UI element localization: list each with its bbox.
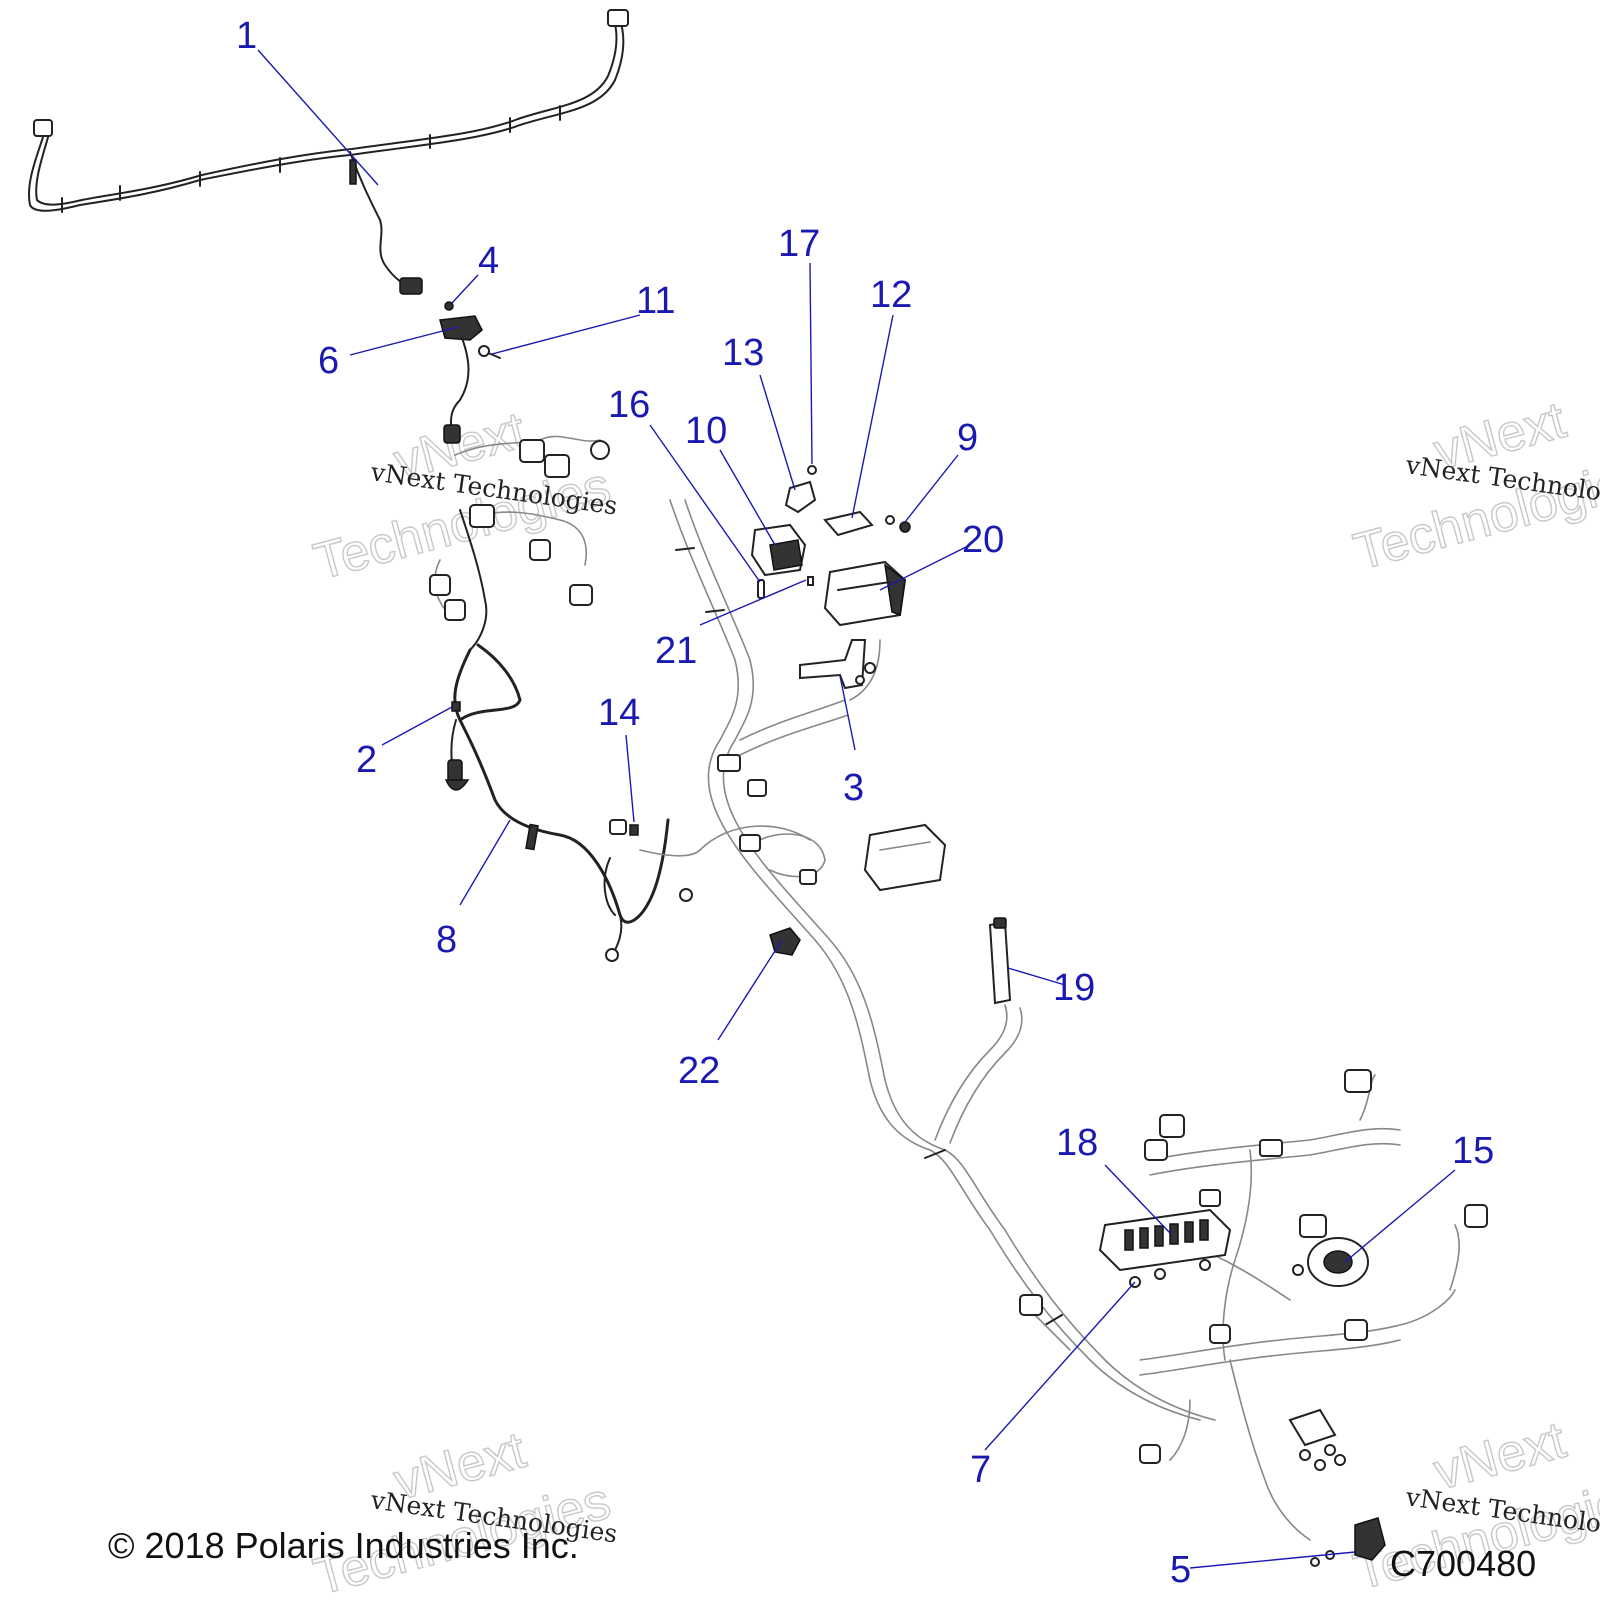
callout-18: 18: [1056, 1122, 1098, 1164]
leader-7: [984, 1281, 1136, 1451]
callout-5: 5: [1170, 1549, 1191, 1591]
callout-8: 8: [436, 919, 457, 961]
part-2-clip: [451, 701, 461, 712]
leader-19: [1007, 967, 1066, 986]
callout-16: 16: [608, 384, 650, 426]
leader-20: [879, 544, 971, 591]
part-14-fastener: [609, 819, 639, 836]
leader-17: [809, 262, 813, 465]
diagram-code: C700480: [1390, 1543, 1536, 1584]
spare-module: [863, 823, 947, 892]
callout-12: 12: [870, 274, 912, 316]
callout-numbers: 1 4 11 6 16 10 13 17 12 9 20 21 2 14 3 8…: [236, 15, 1494, 1591]
leader-8: [459, 819, 511, 906]
watermark-group-bottom-left: vNext Technologies vNext Technologies: [307, 1420, 619, 1600]
callout-7: 7: [970, 1449, 991, 1491]
callout-9: 9: [957, 417, 978, 459]
callout-15: 15: [1452, 1130, 1494, 1172]
callout-10: 10: [685, 410, 727, 452]
left-connector-cluster: [429, 435, 610, 651]
part-11-bolt: [478, 345, 501, 359]
part-19-strap: [988, 917, 1012, 1005]
leader-21: [699, 579, 807, 626]
main-harness-trunk: [639, 499, 1216, 1421]
callout-19: 19: [1053, 967, 1095, 1009]
callout-1: 1: [236, 15, 257, 57]
callout-22: 22: [678, 1050, 720, 1092]
lower-right-harness: [1019, 1069, 1488, 1541]
leader-15: [1344, 1169, 1456, 1263]
part-18-fuse-box: [1098, 1208, 1232, 1272]
leader-18: [1104, 1164, 1171, 1234]
part-15-grommet: [1292, 1237, 1369, 1287]
leader-12: [851, 314, 894, 519]
leader-11: [491, 314, 641, 355]
part-4-nut: [444, 301, 454, 311]
watermark-group-top-right: vNext Technologies vNext Technologies: [1347, 390, 1600, 582]
part-12-plate: [823, 510, 874, 537]
leader-6: [349, 326, 459, 356]
part-9-screw: [885, 515, 911, 533]
callout-21: 21: [655, 630, 697, 672]
callout-4: 4: [478, 240, 499, 282]
part-5-bracket: [1310, 1517, 1386, 1567]
leader-14: [625, 734, 635, 823]
leader-lines: [257, 49, 1456, 1569]
callout-3: 3: [843, 767, 864, 809]
callout-17: 17: [778, 223, 820, 265]
callout-14: 14: [598, 692, 640, 734]
copyright-notice: © 2018 Polaris Industries Inc.: [108, 1525, 579, 1566]
leader-2: [381, 706, 453, 746]
part-6-sensor: [439, 315, 483, 444]
part-21-clip: [807, 576, 814, 586]
leader-10: [719, 449, 776, 546]
callout-11: 11: [636, 280, 675, 322]
callout-2: 2: [356, 739, 377, 781]
part-17-nut: [807, 465, 817, 475]
part-8-battery-cable: [444, 643, 670, 962]
part-16-pin: [757, 579, 765, 599]
leader-3: [839, 675, 856, 751]
part-20-ecu: [823, 560, 907, 627]
leader-22: [717, 939, 783, 1041]
part-10-relay-module: [750, 523, 807, 577]
leader-1: [257, 49, 379, 186]
callout-13: 13: [722, 332, 764, 374]
part-13-bracket: [784, 480, 817, 514]
leader-13: [759, 374, 796, 491]
callout-20: 20: [962, 519, 1004, 561]
leader-5: [1189, 1551, 1356, 1569]
part-1-roof-harness: [28, 9, 629, 295]
leader-4: [451, 274, 479, 304]
leader-9: [904, 454, 959, 523]
leader-16: [649, 424, 761, 583]
part-3-bracket: [799, 639, 876, 690]
callout-6: 6: [318, 340, 339, 382]
watermark-group-top-left: vNext Technologies vNext Technologies: [307, 400, 619, 592]
